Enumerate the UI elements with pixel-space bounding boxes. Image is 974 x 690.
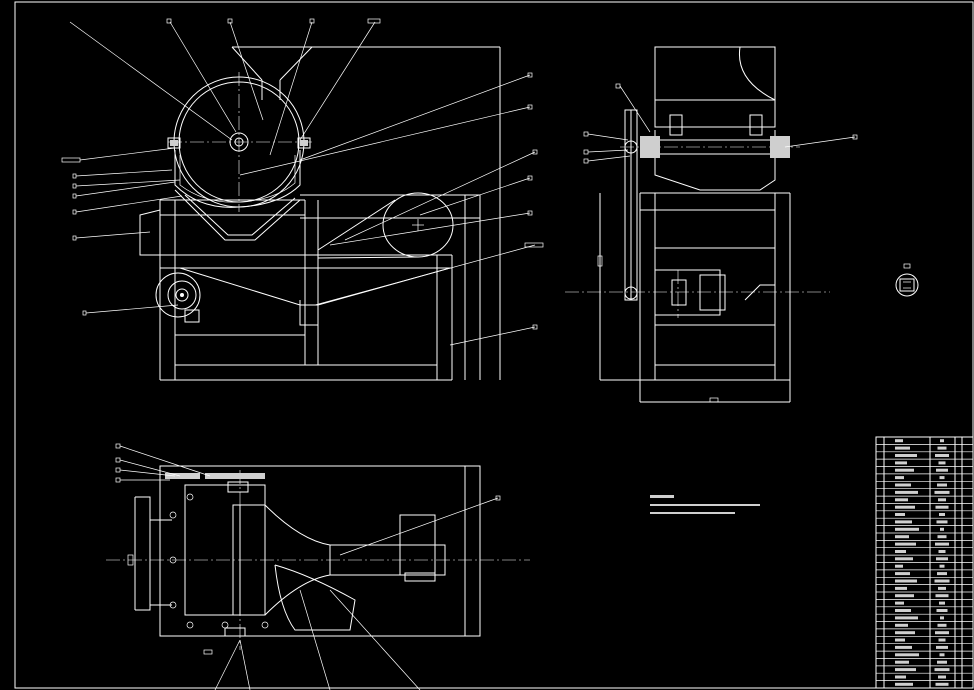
title-block-material [935,505,949,509]
title-block-text [895,468,914,472]
title-block-material [934,668,950,672]
sheet-border [14,1,974,689]
left-pulley [155,272,201,323]
title-block-material [936,609,948,612]
title-block-text [895,490,918,494]
title-block-material [935,682,949,686]
title-block-text [895,623,908,627]
title-block-material [940,439,944,443]
title-block-text [895,682,913,686]
side-view [565,46,858,403]
title-block-text [895,542,916,546]
drum [167,72,312,212]
detail-view [895,263,919,297]
side-leaders [583,83,858,403]
title-block-material [935,594,949,598]
title-block-material [937,446,947,450]
title-block-material [935,454,949,457]
title-block-material [935,631,949,635]
title-block-text [895,535,909,539]
title-block-material [934,490,950,494]
title-block-material [938,498,946,502]
title-block-text [895,527,919,531]
title-block-material [938,638,946,642]
title-block-material [937,623,947,627]
front-feed-plate [139,209,161,256]
front-leaders [61,18,544,346]
title-block-text [895,572,910,576]
title-block-text [895,579,917,583]
title-block-material [939,601,945,605]
title-block-material [936,468,948,472]
top-view [106,443,530,690]
title-block-text [895,601,904,605]
title-block-text [895,660,909,664]
title-block-text [895,594,914,598]
side-frame [599,192,791,403]
title-block-text [895,505,915,509]
title-block-text [895,557,913,561]
title-block-material [936,520,948,524]
title-block-material [939,653,945,657]
title-block-material [939,564,945,568]
title-block-material [940,527,944,531]
title-block-material [937,483,947,487]
title-block-material [939,476,945,480]
top-shaft [165,473,265,637]
front-hopper [231,46,500,100]
top-bolts [169,493,269,629]
title-block [875,436,974,689]
side-motor [565,269,830,318]
title-block-text [895,513,905,516]
title-block-material [936,645,948,649]
title-block-text [895,653,919,657]
title-block-text [895,446,910,450]
title-block-text [895,439,903,443]
title-block-text [895,476,904,480]
right-pulley [317,192,454,259]
title-block-material [938,586,946,590]
title-block-material [940,616,944,620]
title-block-material [936,557,948,561]
title-block-text [895,645,912,649]
title-block-material [938,550,946,553]
title-block-material [939,513,945,516]
top-leaders [115,443,501,690]
side-drum [620,46,800,191]
title-block-text [895,454,917,457]
top-frame [106,465,530,650]
title-block-material [935,542,949,546]
title-block-text [895,668,916,672]
title-block-text [895,498,908,502]
title-block-text [895,483,911,487]
title-block-text [895,631,915,635]
title-block-text [895,461,907,465]
title-block-text [895,675,906,679]
title-block-material [938,675,946,679]
title-block-text [895,564,903,568]
title-block-material [934,579,950,583]
title-block-text [895,616,918,620]
technical-notes [650,495,760,514]
front-frame [159,47,501,381]
title-block-text [895,550,906,553]
front-view [61,18,544,381]
title-block-text [895,638,905,642]
title-block-text [895,586,907,590]
side-shaft-belt [624,109,638,301]
title-block-text [895,609,911,612]
title-block-material [938,461,946,465]
title-block-material [937,572,947,576]
title-block-material [937,535,947,539]
title-block-material [937,660,947,664]
title-block-text [895,520,912,524]
